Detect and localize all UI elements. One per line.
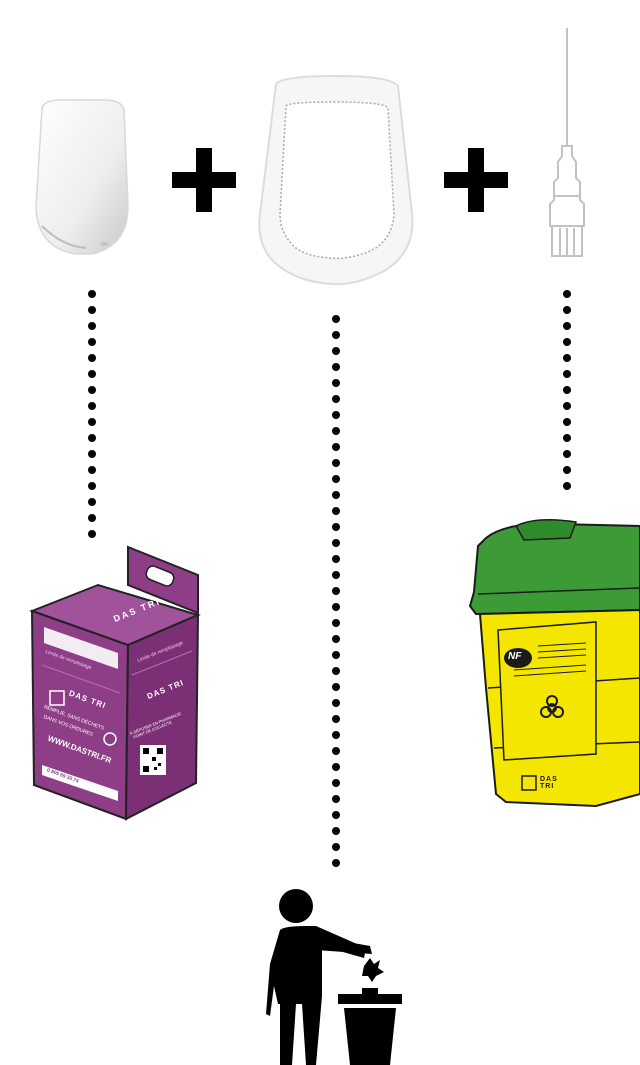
dotted-connector-right [563, 290, 573, 498]
dasri-cardboard-box-icon: DAS TRI Limite de remplissage Limite de … [28, 545, 208, 825]
person-throwing-trash-icon [266, 886, 406, 1065]
plus-icon [172, 148, 236, 212]
nf-label: NF [508, 651, 521, 662]
plus-icon [444, 148, 508, 212]
dotted-connector-left [88, 290, 98, 546]
sharps-container-icon: NF DAS TRI [466, 518, 640, 808]
dotted-connector-center [332, 315, 342, 875]
adhesive-patch-icon [256, 74, 416, 290]
insulin-pod-icon [32, 96, 132, 264]
bin-brand: DAS TRI [540, 776, 568, 790]
qr-code-icon [140, 745, 166, 775]
needle-icon [540, 28, 594, 266]
